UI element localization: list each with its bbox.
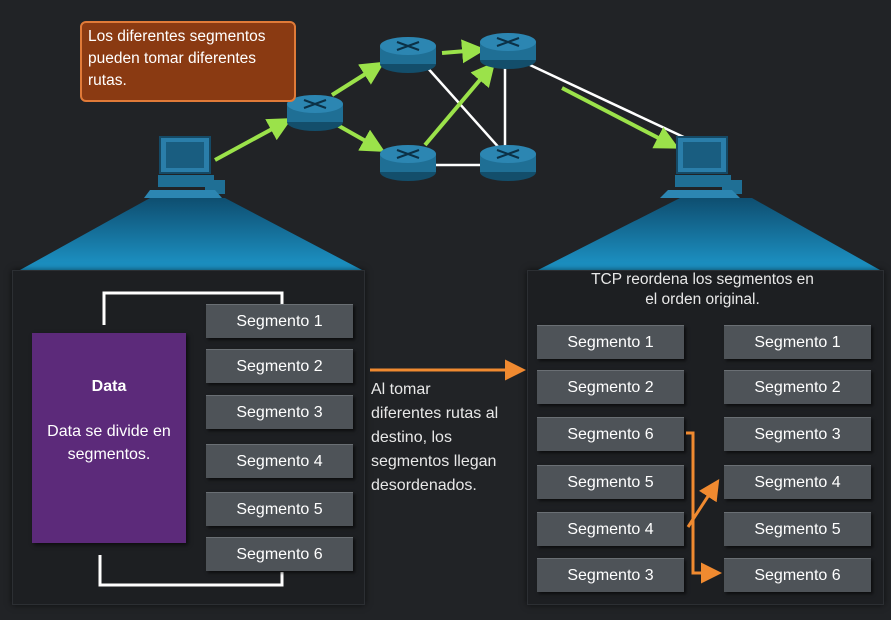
ordered-segment: Segmento 4 <box>724 465 871 499</box>
ordered-segment: Segmento 6 <box>724 558 871 592</box>
explanation-line: segmentos llegan <box>371 453 497 470</box>
path-arrow <box>423 61 496 147</box>
path-arrow <box>331 120 385 152</box>
path-arrow <box>330 61 385 97</box>
ordered-segment: Segmento 5 <box>724 512 871 546</box>
router-icon <box>480 145 536 181</box>
explanation-line: diferentes rutas al <box>371 405 499 422</box>
ordered-segment: Segmento 1 <box>724 325 871 359</box>
left-segment: Segmento 6 <box>206 537 353 571</box>
left-segment: Segmento 1 <box>206 304 353 338</box>
arrived-segment: Segmento 3 <box>537 558 684 592</box>
left-beam <box>20 198 362 270</box>
path-arrow <box>441 39 486 64</box>
left-segment: Segmento 2 <box>206 349 353 383</box>
left-segment: Segmento 3 <box>206 395 353 429</box>
arrived-segment: Segmento 2 <box>537 370 684 404</box>
path-arrow <box>214 118 293 162</box>
path-arrow <box>561 86 680 149</box>
ordered-segment: Segmento 3 <box>724 417 871 451</box>
arrived-segment: Segmento 6 <box>537 417 684 451</box>
data-description: Data se divide en segmentos. <box>32 420 186 466</box>
arrived-segment: Segmento 5 <box>537 465 684 499</box>
computer-icon <box>660 136 742 198</box>
data-title: Data <box>91 378 127 395</box>
data-description-line: Data se divide en <box>47 423 171 440</box>
callout-line: pueden tomar diferentes <box>88 50 257 67</box>
data-box: Data Data se divide en segmentos. <box>32 333 186 543</box>
left-segment: Segmento 5 <box>206 492 353 526</box>
explanation-line: Al tomar <box>371 381 431 398</box>
router-icon <box>380 145 436 181</box>
explanation-line: desordenados. <box>371 477 477 494</box>
right-beam <box>538 198 880 270</box>
reorder-arrow <box>686 431 722 584</box>
arrived-segment: Segmento 4 <box>537 512 684 546</box>
reorder-arrow <box>686 478 720 528</box>
tcp-caption-line: TCP reordena los segmentos en <box>591 271 814 288</box>
callout-line: Los diferentes segmentos <box>88 28 266 45</box>
router-icon <box>287 95 343 131</box>
callout-line: rutas. <box>88 72 127 89</box>
router-icon <box>380 37 436 73</box>
tcp-caption-line: el orden original. <box>645 291 760 308</box>
explanation-line: destino, los <box>371 429 452 446</box>
arrived-segment: Segmento 1 <box>537 325 684 359</box>
computer-icon <box>144 136 225 198</box>
tcp-reorder-caption: TCP reordena los segmentos en el orden o… <box>530 270 875 310</box>
transfer-explanation: Al tomar diferentes rutas al destino, lo… <box>371 378 521 498</box>
routes-callout: Los diferentes segmentos pueden tomar di… <box>80 21 296 102</box>
left-segment: Segmento 4 <box>206 444 353 478</box>
router-icon <box>480 33 536 69</box>
ordered-segment: Segmento 2 <box>724 370 871 404</box>
data-description-line: segmentos. <box>67 446 151 463</box>
